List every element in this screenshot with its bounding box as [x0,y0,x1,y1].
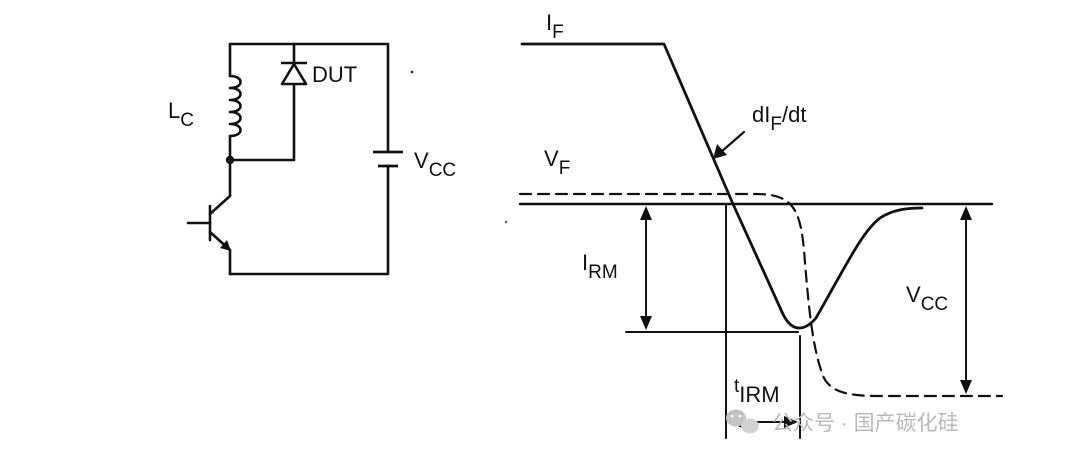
junction-dot [225,155,235,165]
transistor-symbol [186,194,232,252]
inductor-coil [228,74,242,138]
source-label: VCC [414,148,456,181]
stray-dot [504,220,508,224]
voltage-waveform [518,192,1004,398]
wechat-icon [726,409,759,434]
diode-symbol [280,61,308,86]
dut-wire-bottom [228,84,296,162]
current-waveform [520,42,924,330]
waveform-plot [518,42,1004,439]
if-label: IF [546,10,564,43]
stray-dot [410,70,414,74]
irm-arrow-top [640,206,652,220]
watermark-text: 公众号 · 国产碳化硅 [772,412,959,435]
source-wire-bottom [228,164,390,276]
tirm-label: tIRM [734,376,780,407]
vf-label: VF [544,146,570,179]
supply-symbol [373,150,403,168]
irm-arrow-bottom [640,316,652,330]
inductor-label: LC [168,98,194,131]
transistor-collector [208,194,232,216]
emitter-arrow [220,240,231,251]
slope-pointer-head [713,144,727,159]
diode-triangle [280,62,308,86]
vcc-arrow-top [960,206,972,220]
arrowheads [640,144,972,428]
test-circuit [228,42,390,276]
irm-label: IRM [582,250,618,283]
watermark: 公众号 · 国产碳化硅 [726,409,959,435]
slope-pointer-shaft [719,130,746,154]
vcc-wave-label: VCC [906,282,948,315]
vcc-arrow-bottom [960,380,972,394]
dut-label: DUT [312,62,357,87]
tirm-arrow-right [784,416,798,428]
slope-label: dIF/dt [752,102,806,135]
